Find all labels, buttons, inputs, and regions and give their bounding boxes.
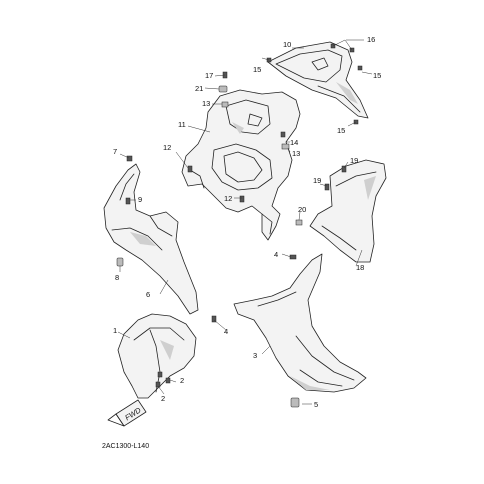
bolt-icon	[165, 377, 171, 384]
part-11-inner-panel[interactable]	[181, 89, 301, 241]
bolt-icon	[324, 183, 330, 191]
callout-13a: 13	[202, 99, 210, 108]
bolt-icon	[341, 165, 347, 173]
callout-16: 16	[367, 35, 375, 44]
bolt-icon	[155, 381, 161, 388]
bolt-icon	[357, 65, 363, 71]
callout-4b: 4	[274, 250, 278, 259]
clip-icon	[290, 397, 300, 408]
bolt-icon	[211, 315, 217, 323]
bolt-icon	[126, 155, 133, 162]
callout-numbers: 16 10 15 15 15 17 21 13 11 14 13 12 12 7…	[113, 35, 381, 409]
part-10-cover[interactable]	[267, 41, 369, 119]
bolt-icon	[280, 131, 286, 138]
callout-6: 6	[146, 290, 150, 299]
callout-15b: 15	[373, 71, 381, 80]
clip-icon	[281, 143, 290, 150]
callout-14: 14	[290, 138, 298, 147]
clip-icon	[295, 219, 303, 226]
callout-15a: 15	[253, 65, 261, 74]
callout-4a: 4	[224, 327, 228, 336]
callout-7: 7	[113, 147, 117, 156]
clip-icon	[116, 257, 124, 267]
callout-8: 8	[115, 273, 119, 282]
callout-13b: 13	[292, 149, 300, 158]
callout-20: 20	[298, 205, 306, 214]
callout-12b: 12	[224, 194, 232, 203]
callout-3: 3	[253, 351, 257, 360]
part-18-rear-panel[interactable]	[309, 159, 387, 263]
callout-19: 19	[350, 156, 358, 165]
callout-15c: 15	[337, 126, 345, 135]
diagram-code: 2AC1300-L140	[102, 443, 149, 450]
callout-9: 9	[138, 195, 142, 204]
bolt-icon	[289, 254, 297, 260]
callout-19b: 19	[313, 176, 321, 185]
clip-icon	[221, 101, 229, 108]
clip-icon	[218, 85, 228, 93]
fwd-arrow: FWD	[107, 399, 147, 427]
callout-2b: 2	[161, 394, 165, 403]
bolt-icon	[239, 195, 245, 203]
callout-2a: 2	[180, 376, 184, 385]
bolt-icon	[157, 371, 163, 378]
callout-17: 17	[205, 71, 213, 80]
callout-10: 10	[283, 40, 291, 49]
bolt-icon	[125, 197, 131, 205]
callout-12a: 12	[163, 143, 171, 152]
callout-11: 11	[178, 120, 186, 129]
callout-18: 18	[356, 263, 364, 272]
part-6-left-side-panel[interactable]	[103, 163, 199, 315]
part-1-front-fender[interactable]	[117, 313, 197, 399]
callout-5: 5	[314, 400, 318, 409]
leader-lines	[117, 39, 373, 405]
bolt-icon	[187, 165, 193, 173]
callout-1: 1	[113, 326, 117, 335]
callout-21: 21	[195, 84, 203, 93]
part-3-front-lower-cover[interactable]	[233, 253, 367, 393]
